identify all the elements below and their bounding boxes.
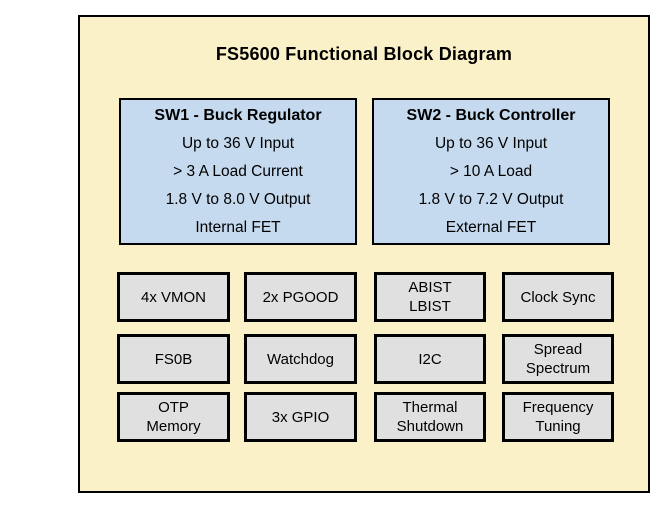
feature-frequency-tuning: Frequency Tuning bbox=[502, 392, 614, 442]
feature-pgood: 2x PGOOD bbox=[244, 272, 357, 322]
sw2-spec-line: 1.8 V to 7.2 V Output bbox=[418, 190, 564, 208]
feature-fs0b: FS0B bbox=[117, 334, 230, 384]
feature-gpio: 3x GPIO bbox=[244, 392, 357, 442]
feature-abist-lbist: ABIST LBIST bbox=[374, 272, 486, 322]
sw1-spec-line: Up to 36 V Input bbox=[181, 134, 295, 152]
feature-watchdog: Watchdog bbox=[244, 334, 357, 384]
sw1-spec-line: Internal FET bbox=[195, 218, 281, 236]
sw2-spec-line: External FET bbox=[445, 218, 537, 236]
sw1-spec-line: 1.8 V to 8.0 V Output bbox=[165, 190, 311, 208]
feature-otp-memory: OTP Memory bbox=[117, 392, 230, 442]
sw1-heading: SW1 - Buck Regulator bbox=[154, 106, 322, 124]
block-sw1-buck-regulator: SW1 - Buck Regulator Up to 36 V Input > … bbox=[119, 98, 357, 245]
diagram-title: FS5600 Functional Block Diagram bbox=[215, 44, 513, 64]
sw2-spec-line: > 10 A Load bbox=[449, 162, 533, 180]
feature-clock-sync: Clock Sync bbox=[502, 272, 614, 322]
sw2-heading: SW2 - Buck Controller bbox=[406, 106, 576, 124]
sw1-spec-line: > 3 A Load Current bbox=[173, 162, 303, 180]
feature-i2c: I2C bbox=[374, 334, 486, 384]
feature-vmon: 4x VMON bbox=[117, 272, 230, 322]
block-sw2-buck-controller: SW2 - Buck Controller Up to 36 V Input >… bbox=[372, 98, 610, 245]
feature-spread-spectrum: Spread Spectrum bbox=[502, 334, 614, 384]
diagram-panel: FS5600 Functional Block Diagram SW1 - Bu… bbox=[78, 15, 650, 493]
feature-thermal-shutdown: Thermal Shutdown bbox=[374, 392, 486, 442]
sw2-spec-line: Up to 36 V Input bbox=[434, 134, 548, 152]
